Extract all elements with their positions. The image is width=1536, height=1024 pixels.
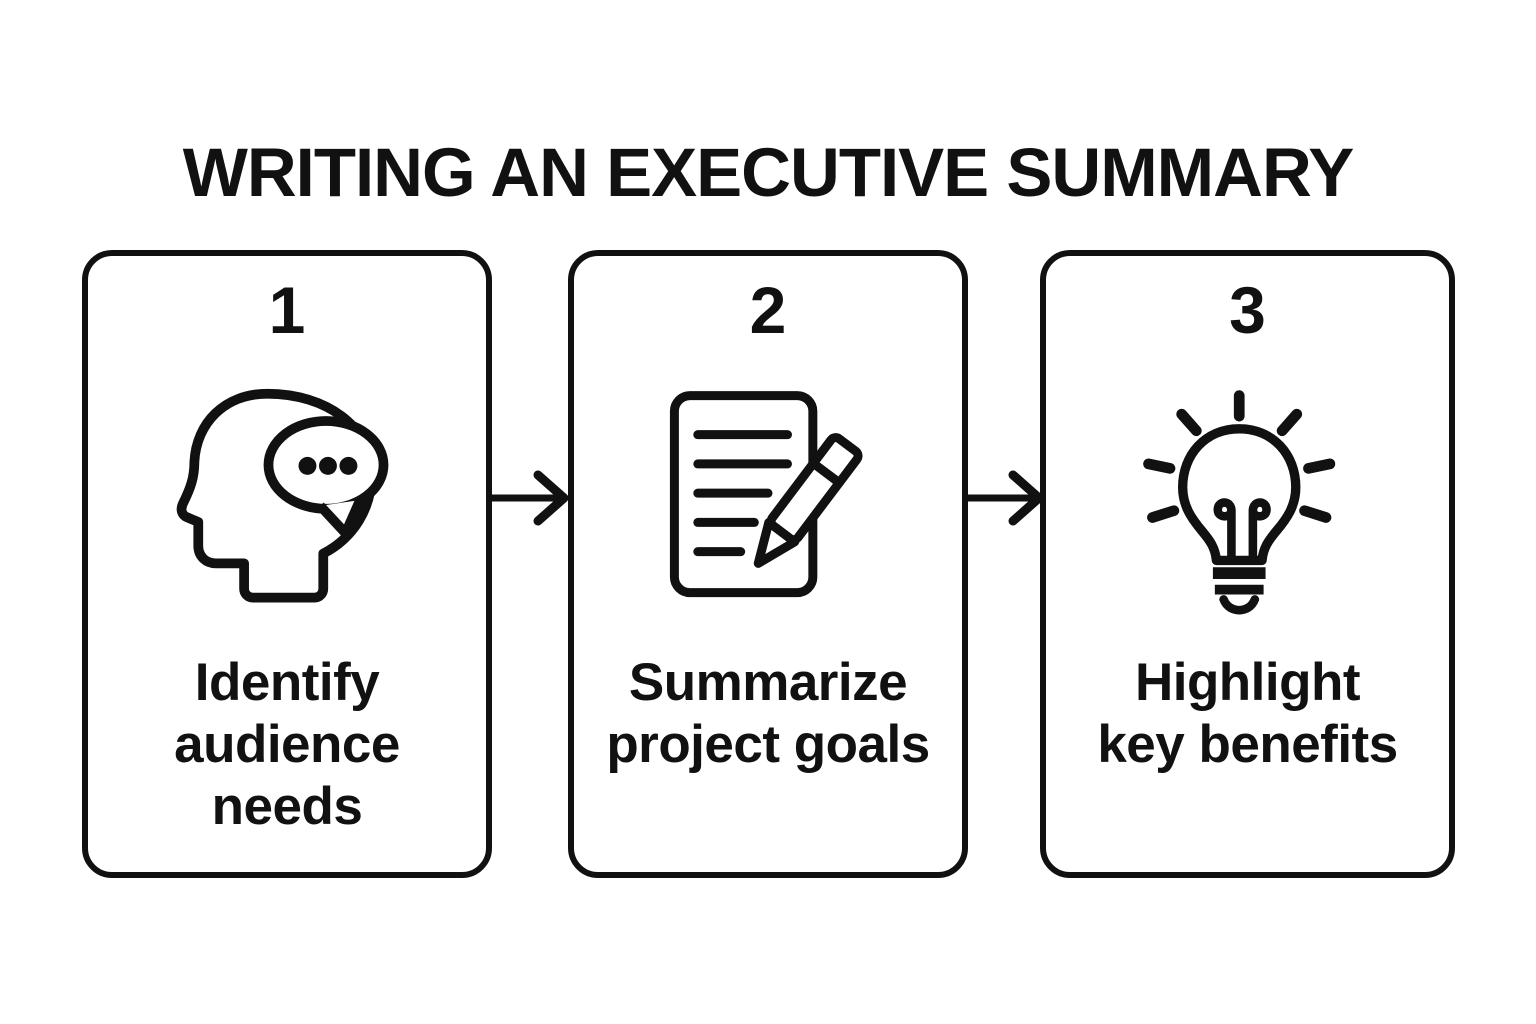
lightbulb-icon [1046, 382, 1449, 616]
step-card-2: 2 Summarize [568, 250, 968, 878]
head-speech-bubble-icon [88, 382, 486, 616]
page-title: WRITING AN EXECUTIVE SUMMARY [182, 134, 1355, 212]
step-card-3: 3 [1040, 250, 1455, 878]
step-number: 2 [749, 273, 787, 347]
step-number: 3 [1229, 273, 1266, 347]
arrow-right-icon [966, 470, 1044, 526]
step-label: Summarize project goals [606, 653, 930, 774]
step-card-1: 1 Identify audience needs [82, 250, 492, 878]
arrow-right-icon [491, 470, 569, 526]
document-pencil-icon [574, 382, 962, 616]
step-number: 1 [268, 273, 306, 347]
step-label: Identify audience needs [174, 653, 400, 836]
step-label: Highlight key benefits [1097, 653, 1398, 774]
